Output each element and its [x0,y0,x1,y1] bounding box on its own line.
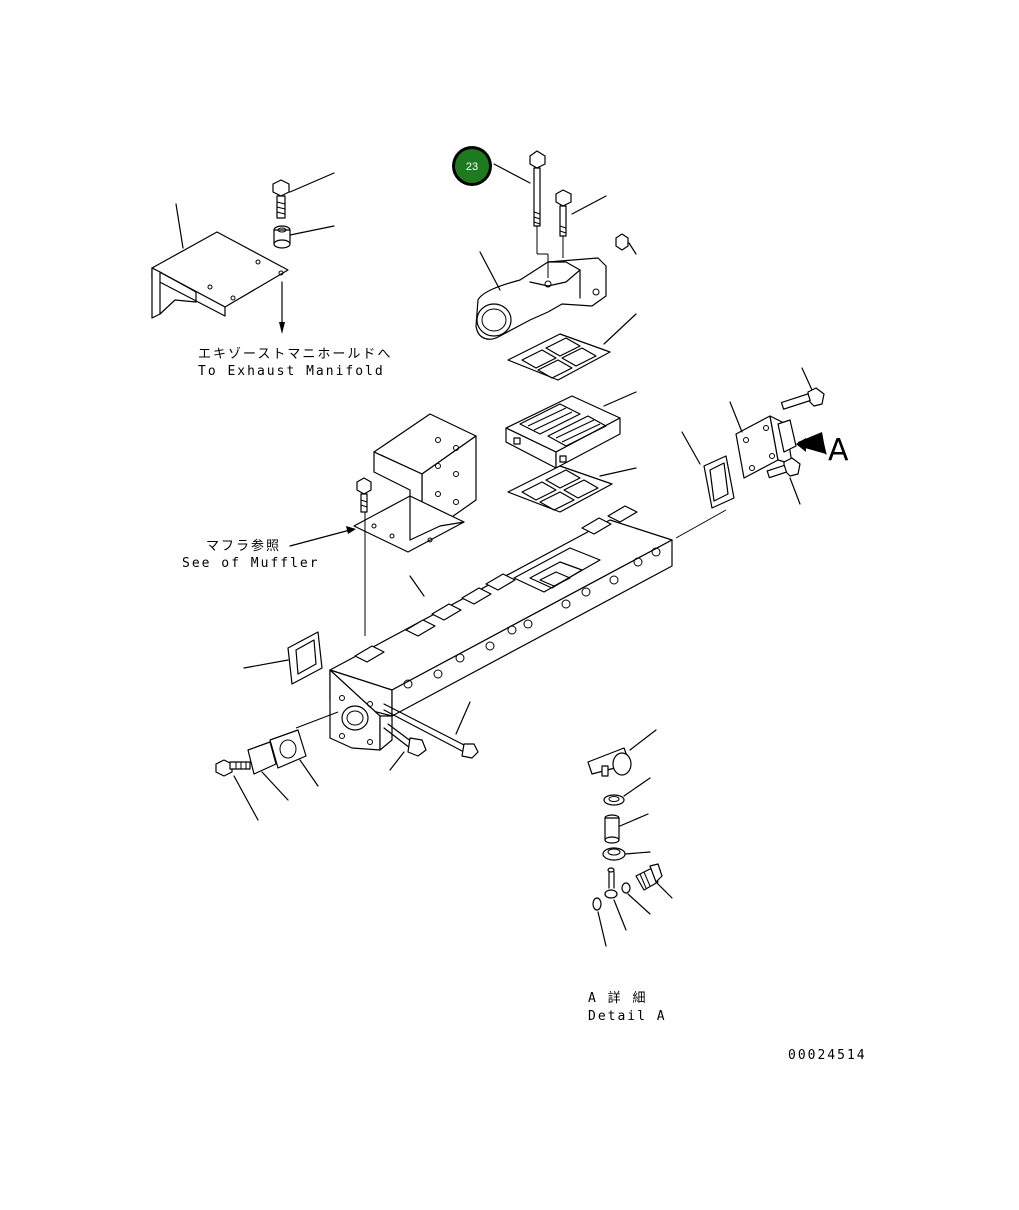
short-bolt [555,189,607,258]
callout-badge-23[interactable]: 23 [452,146,492,186]
muffler-label-jp: マフラ参照 [206,538,281,554]
cover-bolt-lower [766,457,801,505]
flange-centerline [295,711,339,729]
cover-bolt-upper [780,367,825,410]
exhaust-manifold [329,505,673,751]
exhaust-arrow [279,281,285,334]
detail-lever [587,729,657,777]
detail-bushing [603,777,651,806]
cover-plate [729,401,797,479]
detail-nut [621,882,651,915]
detail-pin [604,813,649,844]
elbow-pipe [475,251,607,340]
view-arrow: A [796,432,849,468]
flange-bolt [383,723,427,771]
detail-label-en: Detail A [588,1009,667,1024]
muffler-label-en: See of Muffler [182,556,320,571]
upper-gasket [507,313,637,381]
lower-gasket [507,465,637,513]
flange-bolt-small [215,759,259,821]
muffler-bolt [356,477,372,513]
exhaust-label-jp: エキゾーストマニホールドへ [198,347,392,362]
detail-stud [604,867,627,931]
long-manifold-bolt [383,701,479,759]
muffler-bracket [353,413,477,636]
cover-gasket [675,431,735,539]
bracket-spacer [273,225,335,249]
bracket-bolt [272,172,335,219]
side-gasket [243,631,323,685]
callout-number: 23 [466,161,478,173]
valve-block [505,391,637,469]
drawing-number: 00024514 [788,1048,867,1063]
detail-washer [592,897,607,947]
detail-bolt [635,863,673,899]
detail-collar [602,847,651,861]
flange-plate [247,741,289,801]
flange-gasket [269,729,319,787]
detail-label-jp: A 詳 細 [588,990,647,1006]
view-letter: A [828,433,849,468]
plug-bolt [615,233,637,255]
muffler-leader [289,526,356,547]
long-bolt-23 [493,150,549,278]
exhaust-label-en: To Exhaust Manifold [198,364,385,379]
exhaust-bracket [151,203,289,319]
